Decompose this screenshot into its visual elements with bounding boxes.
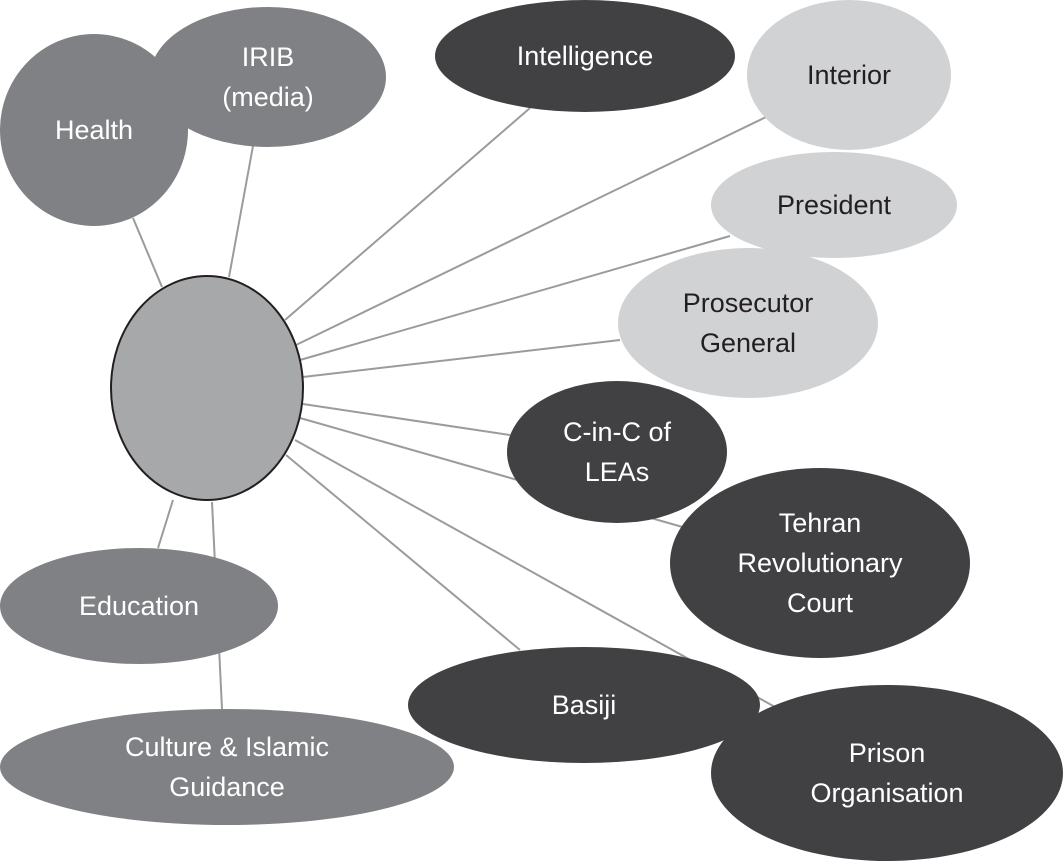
node-label-education: Education: [79, 591, 199, 621]
node-health: Health: [0, 34, 188, 226]
node-c-in-c-leas: C-in-C of LEAs: [507, 381, 727, 523]
edge-center-basiji: [285, 454, 521, 651]
node-irib: IRIB (media): [150, 7, 386, 147]
edge-center-education: [157, 499, 174, 549]
node-label-intelligence: Intelligence: [517, 41, 654, 71]
node-shape-basiji: [408, 647, 760, 763]
node-shape-health: [0, 34, 188, 226]
node-shape-irib: [150, 7, 386, 147]
node-shape-education: [0, 548, 278, 664]
node-label-c-in-c-leas: C-in-C of: [563, 417, 672, 447]
node-education: Education: [0, 548, 278, 664]
node-interior: Interior: [747, 0, 951, 150]
node-label-c-in-c-leas: LEAs: [585, 457, 650, 487]
node-label-culture-islamic-guidance: Culture & Islamic: [125, 732, 329, 762]
node-shape-tehran-revolutionary-court: [670, 468, 970, 658]
node-label-basiji: Basiji: [552, 690, 617, 720]
node-center: [110, 275, 304, 501]
node-shape-center: [110, 275, 304, 501]
node-label-irib: (media): [222, 82, 314, 112]
node-label-health: Health: [55, 115, 133, 145]
edge-center-president: [299, 235, 731, 361]
edge-center-c-in-c-leas: [302, 403, 511, 436]
edge-center-prosecutor-general: [302, 339, 621, 378]
node-shape-prosecutor-general: [618, 248, 878, 398]
edge-center-irib: [228, 145, 254, 278]
node-intelligence: Intelligence: [435, 0, 735, 112]
node-shape-intelligence: [435, 0, 735, 112]
node-president: President: [711, 152, 957, 258]
node-shape-culture-islamic-guidance: [0, 709, 454, 825]
node-label-president: President: [777, 190, 892, 220]
node-label-tehran-revolutionary-court: Tehran: [779, 508, 862, 538]
node-shape-interior: [747, 0, 951, 150]
node-label-tehran-revolutionary-court: Court: [787, 588, 854, 618]
node-label-prison-organisation: Organisation: [810, 778, 963, 808]
node-label-culture-islamic-guidance: Guidance: [169, 772, 285, 802]
node-label-prosecutor-general: Prosecutor: [683, 288, 814, 318]
node-label-irib: IRIB: [242, 42, 295, 72]
node-label-prison-organisation: Prison: [849, 738, 926, 768]
edge-center-interior: [295, 116, 767, 346]
node-basiji: Basiji: [408, 647, 760, 763]
node-shape-prison-organisation: [711, 685, 1063, 861]
edge-center-intelligence: [284, 107, 531, 321]
node-shape-president: [711, 152, 957, 258]
edge-center-health: [132, 217, 163, 288]
node-shape-c-in-c-leas: [507, 381, 727, 523]
node-label-prosecutor-general: General: [700, 328, 796, 358]
node-label-tehran-revolutionary-court: Revolutionary: [737, 548, 903, 578]
node-label-interior: Interior: [807, 60, 891, 90]
